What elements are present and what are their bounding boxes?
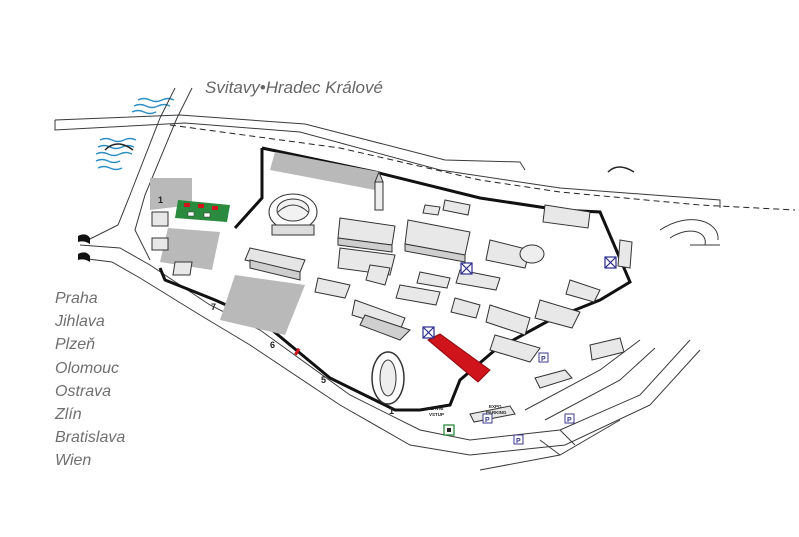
river-water bbox=[95, 97, 175, 171]
gate-6: 6 bbox=[270, 340, 275, 350]
curved-arrow-right bbox=[607, 166, 635, 173]
west-destinations-list: Praha Jihlava Plzeň Olomouc Ostrava Zlín… bbox=[55, 287, 125, 473]
parking-label-3: P bbox=[567, 417, 572, 424]
exhibition-buildings bbox=[151, 170, 633, 423]
road-network bbox=[54, 87, 721, 471]
gate-markers: 1 7 6 5 1 bbox=[158, 195, 394, 416]
gate-1-top: 1 bbox=[158, 195, 163, 205]
main-entrance-label-2: VSTUP bbox=[429, 412, 444, 417]
tunnel-portal-lower bbox=[78, 252, 90, 262]
curved-arrow-left bbox=[104, 143, 134, 151]
tunnel-portal-upper bbox=[78, 234, 90, 244]
destination-item: Praha bbox=[55, 290, 98, 307]
highlighted-hall bbox=[427, 333, 491, 383]
expo-parking-label-2: PARKING bbox=[486, 410, 507, 415]
destination-item: Wien bbox=[55, 452, 92, 470]
race-track bbox=[371, 351, 405, 405]
gate-7: 7 bbox=[211, 302, 216, 312]
destination-item: Bratislava bbox=[55, 429, 126, 447]
destination-item: Zlín bbox=[55, 406, 82, 424]
destination-item: Plzeň bbox=[55, 336, 96, 354]
parking-label-1: P bbox=[541, 356, 546, 363]
destination-item: Ostrava bbox=[55, 382, 112, 400]
parking-markers: P P P P bbox=[443, 352, 575, 445]
destination-item: Olomouc bbox=[55, 359, 120, 377]
destination-item: Jihlava bbox=[55, 313, 105, 331]
gray-areas bbox=[150, 152, 380, 335]
main-entrance-label-1: HLAVNÍ bbox=[427, 404, 444, 411]
gate-5: 5 bbox=[321, 375, 326, 385]
gate-1-bottom: 1 bbox=[389, 406, 394, 416]
north-direction-label: Svitavy•Hradec Králové bbox=[205, 78, 383, 97]
railway-line bbox=[169, 124, 796, 211]
parking-label-2: P bbox=[485, 417, 490, 424]
expo-parking-label-1: EXPO bbox=[489, 404, 502, 409]
green-exhibit-area bbox=[175, 200, 230, 222]
info-markers bbox=[422, 256, 617, 339]
parking-label-4: P bbox=[516, 438, 521, 445]
